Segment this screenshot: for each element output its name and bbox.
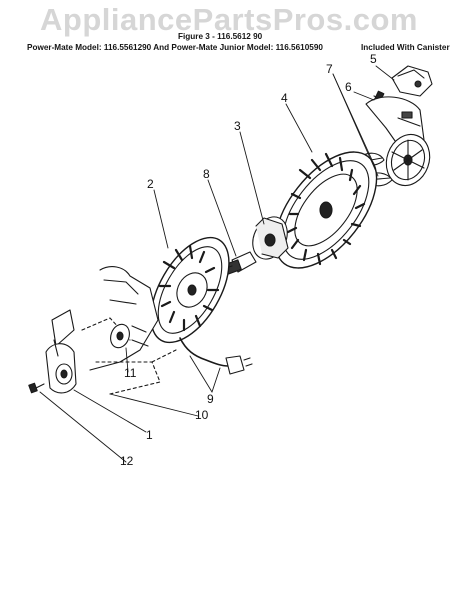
callout-10: 10 [195,408,209,422]
callout-5: 5 [370,52,377,66]
callout-6: 6 [345,80,352,94]
figure-title: Figure 3 - 116.5612 90 [178,32,263,41]
callout-4: 4 [281,91,288,105]
callout-2: 2 [147,177,154,191]
part-9-cord-plug [180,338,252,374]
callout-8: 8 [203,167,210,181]
part-4-reel-disc [256,134,396,285]
part-12-screw [29,383,44,393]
watermark: AppliancePartsPros.com [40,2,418,37]
part-11-idler [107,322,148,351]
callout-11: 11 [124,366,137,380]
part-5-clip [392,66,432,96]
right-pulley-wheel [379,128,436,191]
model-line: Power-Mate Model: 116.5561290 And Power-… [27,43,323,52]
callout-7: 7 [326,62,333,76]
callout-9: 9 [207,392,214,406]
callout-3: 3 [234,119,241,133]
included-note: Included With Canister [361,43,450,52]
part-2-front-reel [135,225,245,355]
callout-1: 1 [146,428,153,442]
left-housing-frame [82,267,176,394]
leader-lines [40,66,394,462]
callout-12: 12 [120,454,134,468]
part-1-end-cap [46,310,76,393]
